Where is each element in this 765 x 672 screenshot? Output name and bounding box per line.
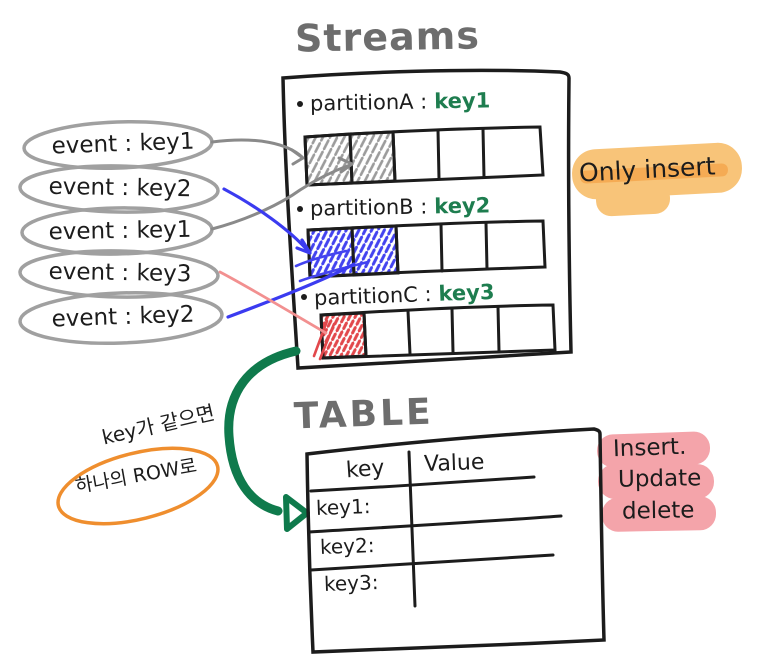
event-ovals (18, 120, 224, 345)
partition-b-name: partitionB : (309, 194, 428, 221)
event-label-4: event : key3 (48, 258, 192, 288)
partition-c-name: partitionC : (313, 282, 432, 311)
connector-gray-key1-first (210, 138, 305, 166)
event-oval-4 (18, 249, 220, 299)
col-header-key: key (345, 455, 386, 484)
only-insert-highlight (572, 142, 742, 217)
table-title: TABLE (293, 391, 435, 438)
partition-b-filled-cell-2 (350, 224, 400, 277)
table-row-separator-1 (307, 514, 563, 534)
table-grid (307, 450, 563, 608)
connector-blue-key2-first (222, 187, 312, 255)
table-ops-highlights (597, 431, 717, 532)
partition-a-cells (303, 125, 545, 187)
partition-b-filled-cell-1 (306, 226, 356, 279)
event-label-2: event : key2 (48, 173, 192, 203)
stream-to-table-arrow (224, 346, 310, 532)
partition-b-cells (294, 219, 547, 283)
row-key-3: key3: (323, 570, 379, 596)
op-highlight-delete (601, 496, 717, 532)
red-scribble-overflow (312, 319, 336, 361)
table-row-separator-2 (309, 553, 555, 572)
op-update: Update (617, 465, 702, 493)
partition-a-key: key1 (434, 88, 491, 114)
korean-note-oval (56, 446, 220, 526)
table-column-divider (407, 450, 417, 608)
green-arrowhead (283, 494, 310, 532)
partition-bullets (297, 101, 307, 300)
bullet-dot-c (301, 294, 307, 300)
streams-title: Streams (294, 13, 481, 61)
partition-c-filled-cell-1 (319, 311, 368, 360)
blue-scribble-overflow (294, 249, 370, 283)
connector-blue-key2-second (226, 262, 356, 319)
partition-c-key: key3 (438, 279, 495, 306)
table-box (305, 427, 606, 654)
bullet-dot-b (297, 206, 303, 212)
event-oval-5 (18, 291, 224, 345)
bullet-dot-a (297, 101, 303, 107)
op-highlight-update (598, 464, 714, 499)
table-header-underline (309, 475, 536, 493)
streams-box (281, 68, 573, 370)
row-key-2: key2: (319, 533, 375, 559)
row-key-1: key1: (315, 494, 371, 520)
partition-a-label: partitionA :key1 (309, 88, 491, 116)
op-delete: delete (621, 497, 695, 525)
event-oval-2 (18, 164, 220, 214)
event-label-3: event : key1 (48, 216, 192, 246)
partition-b-label: partitionB :key2 (309, 193, 491, 221)
partition-a-filled-cell-2 (348, 130, 397, 185)
connector-gray-key1-second (210, 156, 354, 231)
partition-b-key: key2 (434, 193, 491, 219)
op-highlight-insert (597, 431, 711, 468)
connector-red-key3 (218, 270, 328, 335)
op-insert: Insert. (612, 433, 687, 463)
partition-c-cells (312, 303, 557, 361)
connectors (210, 138, 356, 335)
partition-a-name: partitionA : (309, 89, 428, 116)
col-header-value: Value (423, 449, 485, 478)
